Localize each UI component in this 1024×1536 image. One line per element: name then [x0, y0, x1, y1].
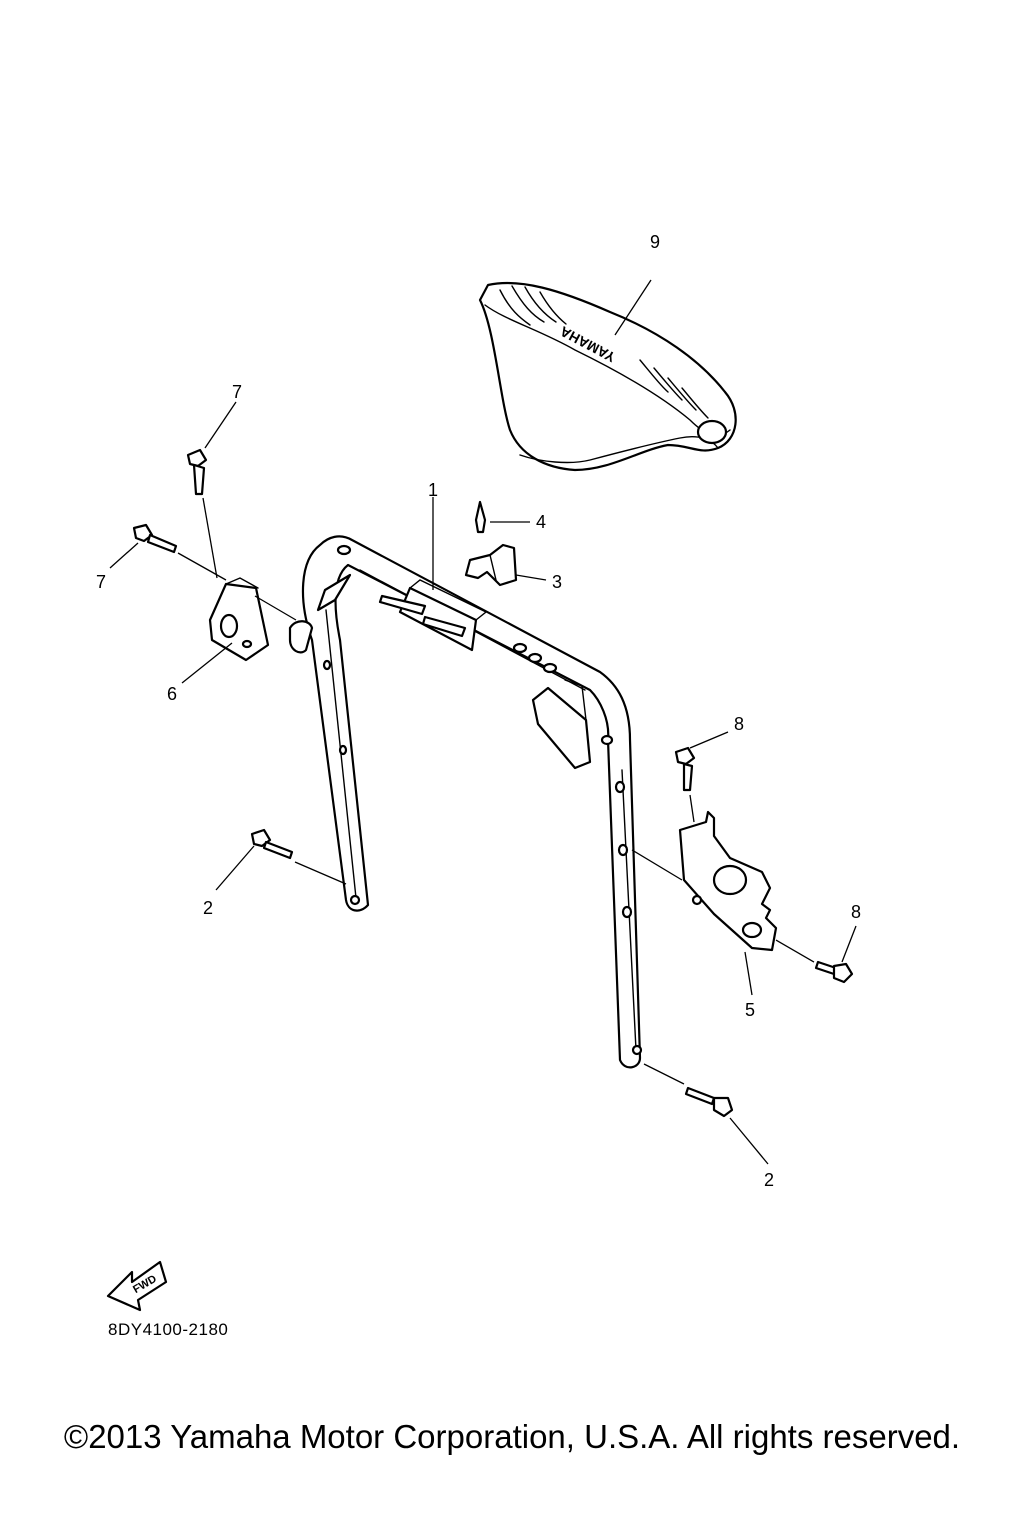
callout-7-lower: 7: [96, 572, 106, 592]
diagram-code: 8DY4100-2180: [108, 1320, 229, 1339]
callout-1: 1: [428, 480, 438, 500]
bracket-right-part[interactable]: 5: [631, 810, 778, 1020]
clip-part[interactable]: 3: [464, 543, 562, 592]
bracket-left-part[interactable]: 6: [167, 577, 270, 704]
callout-7-upper: 7: [232, 382, 242, 402]
callout-4: 4: [536, 512, 546, 532]
bolt-7-lower[interactable]: 7: [96, 523, 227, 592]
callout-2-right: 2: [764, 1170, 774, 1190]
copyright-notice: ©2013 Yamaha Motor Corporation, U.S.A. A…: [63, 1418, 961, 1455]
d-ring-part[interactable]: [254, 595, 314, 654]
frame-pole-part[interactable]: 1: [301, 480, 643, 1069]
callout-5: 5: [745, 1000, 755, 1020]
seat-part[interactable]: YAMAHA 9: [478, 232, 737, 472]
callout-3: 3: [552, 572, 562, 592]
bolt-2-left[interactable]: 2: [203, 828, 347, 918]
callout-2-left: 2: [203, 898, 213, 918]
bolt-2-right[interactable]: 2: [643, 1063, 774, 1190]
bolt-7-upper[interactable]: 7: [186, 382, 242, 579]
callout-8-upper: 8: [734, 714, 744, 734]
callout-8-lower: 8: [851, 902, 861, 922]
callout-6: 6: [167, 684, 177, 704]
callout-9: 9: [650, 232, 660, 252]
bolt-8-lower[interactable]: 8: [775, 902, 861, 984]
fwd-arrow-icon: FWD: [106, 1260, 168, 1312]
pin-part[interactable]: 4: [474, 500, 546, 534]
bolt-8-upper[interactable]: 8: [674, 714, 744, 823]
